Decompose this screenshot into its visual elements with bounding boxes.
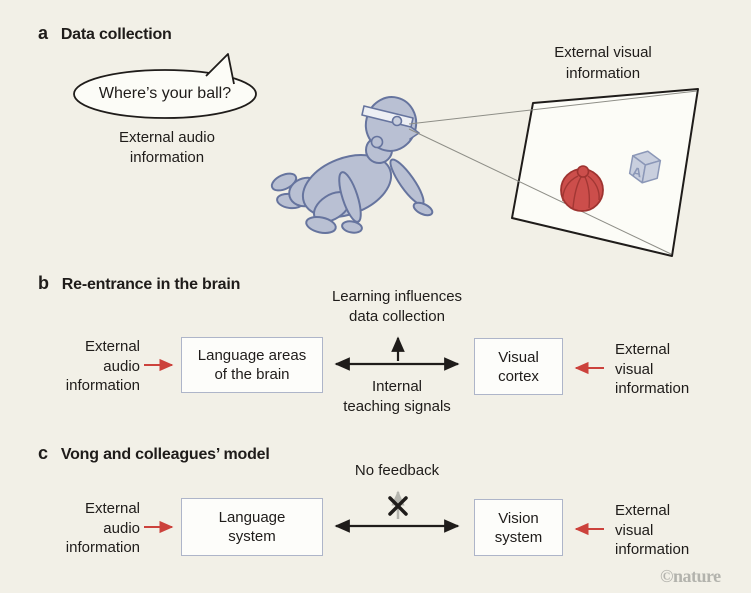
panel-b-title: Re-entrance in the brain bbox=[61, 276, 241, 293]
audio-input-label-b: External audio information bbox=[65, 338, 140, 394]
crossed-out-x-icon bbox=[388, 496, 408, 516]
baby-near-arm bbox=[338, 171, 362, 223]
audio-info-label-a: External audio information bbox=[119, 129, 215, 166]
language-system-box: Language system bbox=[181, 498, 323, 556]
ball-cap bbox=[576, 165, 590, 178]
baby-ear bbox=[370, 135, 384, 149]
speech-bubble-tail bbox=[205, 53, 235, 85]
head-camera-icon bbox=[391, 115, 403, 127]
panel-b-label: b bbox=[38, 273, 49, 293]
visual-input-label-b: External visual information bbox=[615, 341, 690, 397]
panel-c-title: Vong and colleagues’ model bbox=[60, 446, 270, 463]
visual-input-label-c: External visual information bbox=[615, 502, 690, 558]
baby-rear-foot-upper bbox=[270, 172, 298, 192]
language-areas-box: Language areas of the brain bbox=[181, 337, 323, 393]
speech-bubble-text: Where’s your ball? bbox=[98, 85, 232, 102]
baby-far-hand bbox=[412, 201, 434, 217]
panel-c-label: c bbox=[38, 443, 48, 463]
panel-a-title: Data collection bbox=[60, 26, 172, 43]
block-letter: A bbox=[631, 164, 643, 181]
panel-b-heading: b Re-entrance in the brain bbox=[38, 274, 240, 294]
speech-bubble bbox=[73, 53, 257, 119]
baby-far-arm bbox=[389, 158, 425, 206]
audio-input-label-c: External audio information bbox=[65, 500, 140, 556]
internal-teaching-note: Internal teaching signals bbox=[343, 378, 451, 415]
visual-cortex-box: Visual cortex bbox=[474, 338, 563, 395]
no-feedback-note: No feedback bbox=[354, 462, 440, 479]
visual-field-frame bbox=[511, 88, 699, 257]
view-frustum-line-top bbox=[408, 90, 698, 125]
baby-near-shin bbox=[305, 216, 337, 234]
block-illustration: A bbox=[628, 150, 662, 184]
nature-watermark: ©nature bbox=[660, 566, 721, 586]
baby-illustration bbox=[270, 96, 434, 234]
panel-a-heading: a Data collection bbox=[38, 24, 172, 44]
vision-system-box: Vision system bbox=[474, 499, 563, 556]
visual-info-label-a: External visual information bbox=[554, 44, 652, 82]
ball-illustration bbox=[560, 165, 604, 212]
baby-near-hand bbox=[341, 220, 363, 234]
learning-feedback-note: Learning influences data collection bbox=[331, 288, 463, 325]
view-frustum-line-bottom bbox=[408, 128, 672, 255]
block-side-face bbox=[641, 159, 662, 184]
panel-c-heading: c Vong and colleagues’ model bbox=[38, 444, 270, 464]
panel-a-label: a bbox=[38, 23, 48, 43]
